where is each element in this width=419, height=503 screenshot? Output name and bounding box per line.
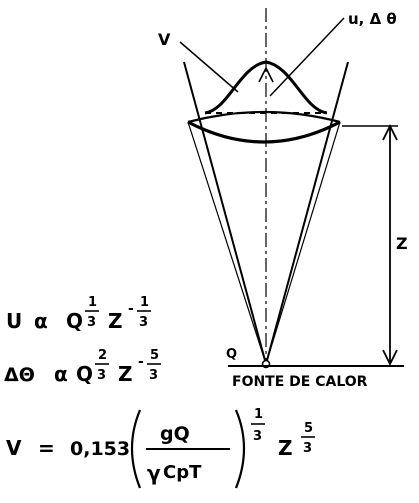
formula-u: U α Q 1 3 Z - 1 3 xyxy=(6,295,151,333)
source-point-label: Q xyxy=(226,347,237,362)
source-caption: FONTE DE CALOR xyxy=(232,374,368,390)
formula-v: V = 0,153 gQ γ CpT 1 3 Z 5 3 xyxy=(6,407,315,489)
cone-left-outer xyxy=(183,61,267,365)
cone-right-outer xyxy=(265,61,349,365)
formula-u-q-exp-num: 1 xyxy=(88,295,97,310)
formula-v-left-paren xyxy=(130,409,142,489)
formula-u-lhs: U xyxy=(6,309,22,333)
formula-v-exp-num: 1 xyxy=(254,407,263,422)
plume-cone xyxy=(179,8,349,369)
formula-v-right-paren xyxy=(234,409,246,489)
u-delta-theta-label: u, Δ θ xyxy=(348,10,397,28)
formula-dtheta-q-exp-den: 3 xyxy=(97,368,106,383)
height-dimension xyxy=(228,123,404,367)
formula-v-z-exp-den: 3 xyxy=(303,441,312,456)
formula-u-z: Z xyxy=(108,309,123,333)
formula-dtheta-z-exp-num: 5 xyxy=(150,348,159,363)
formula-u-q: Q xyxy=(66,309,83,333)
formula-dtheta-z: Z xyxy=(118,362,133,386)
formula-v-z-exp-num: 5 xyxy=(304,421,313,436)
axis-arrow-icon xyxy=(258,66,274,83)
formula-dtheta-prop: α xyxy=(54,362,68,386)
cone-left-inner xyxy=(187,121,267,365)
gaussian-profile xyxy=(204,60,328,115)
formula-u-q-exp-den: 3 xyxy=(87,315,96,330)
formula-u-z-exp-num: 1 xyxy=(140,295,149,310)
height-arrow-bottom-icon xyxy=(382,349,398,367)
velocity-label: V xyxy=(158,30,171,49)
formula-u-prop: α xyxy=(34,309,48,333)
formula-dtheta-z-exp-den: 3 xyxy=(149,368,158,383)
formula-v-z: Z xyxy=(278,436,293,460)
formula-dtheta-z-exp-sign: - xyxy=(138,354,144,370)
formula-dtheta: ΔΘ α Q 2 3 Z - 5 3 xyxy=(4,348,161,386)
u-pointer-line xyxy=(269,17,345,97)
formula-u-z-exp-sign: - xyxy=(128,301,134,317)
formula-v-eq: = xyxy=(38,436,55,460)
height-label: Z xyxy=(396,234,408,253)
section-ellipse-bottom xyxy=(187,120,341,144)
formula-u-z-exp-den: 3 xyxy=(139,315,148,330)
formula-v-lhs: V xyxy=(6,436,22,460)
formula-v-den-gamma: γ xyxy=(147,461,161,485)
cone-right-inner xyxy=(265,121,341,365)
formula-dtheta-q: Q xyxy=(76,362,93,386)
formula-dtheta-q-exp-num: 2 xyxy=(98,348,107,363)
formula-v-numerator: gQ xyxy=(160,423,190,445)
formula-v-exp-den: 3 xyxy=(253,429,262,444)
formula-v-den-rest: CpT xyxy=(163,462,202,483)
formula-v-coef: 0,153 xyxy=(70,438,130,460)
formula-dtheta-lhs: ΔΘ xyxy=(4,364,35,386)
v-pointer-line xyxy=(179,41,239,93)
